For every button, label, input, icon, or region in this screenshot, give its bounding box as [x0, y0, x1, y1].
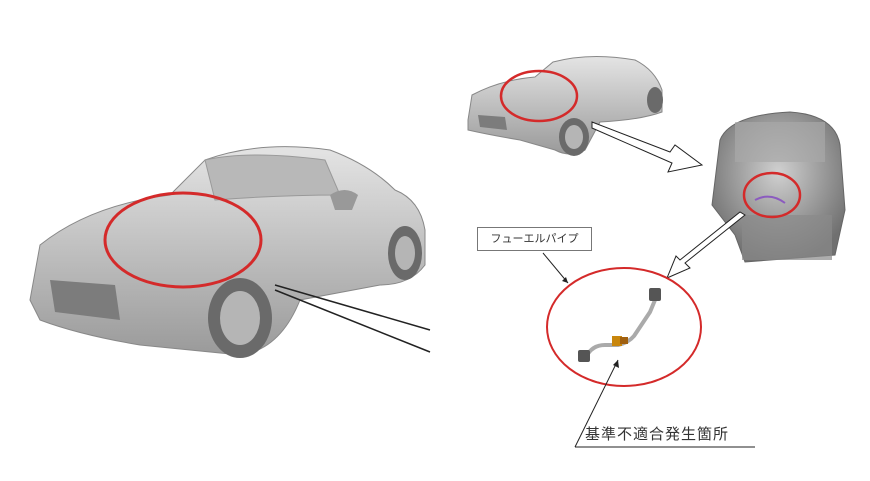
fuel-pipe-leader-line [542, 252, 569, 284]
arrow-to-fuel-pipe [666, 211, 746, 279]
leader-line [274, 289, 431, 353]
fuel-pipe-highlight [546, 267, 702, 387]
side-mirror [330, 190, 358, 210]
large-car-illustration [29, 146, 426, 358]
leader-line [274, 284, 431, 331]
nonconformity-site-label: 基準不適合発生箇所 [585, 425, 730, 443]
grille [50, 280, 120, 320]
engine-area-highlight-large [103, 191, 263, 289]
fuel-pipe-illustration [578, 288, 661, 362]
arrow-to-engine [591, 121, 704, 173]
fuel-pipe-label: フューエルパイプ [477, 227, 592, 251]
site-leader-line [574, 359, 619, 448]
fuel-pipe-highlight-engine [742, 171, 802, 219]
small-car-illustration [467, 55, 663, 156]
engine-area-highlight-small [499, 69, 579, 123]
engine-illustration [711, 111, 846, 263]
